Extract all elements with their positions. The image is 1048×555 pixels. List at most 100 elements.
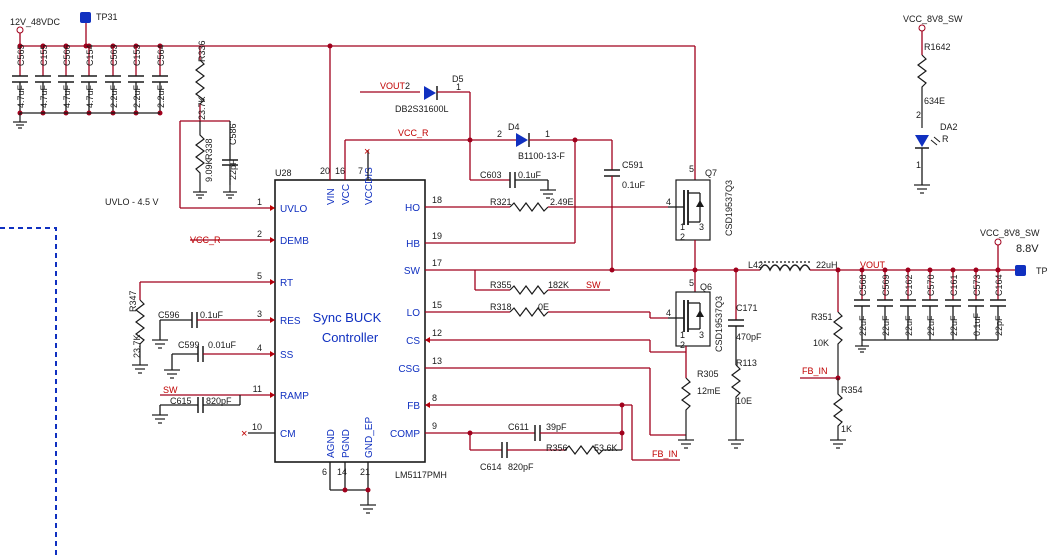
tp31-testpoint[interactable]: [80, 12, 91, 23]
output-cap-value: 22pF: [994, 315, 1004, 336]
ic-pin-number: 19: [432, 231, 442, 241]
ic-pin-name: RES: [280, 316, 301, 327]
c586-ref: C586: [228, 123, 238, 145]
q7-ref: Q7: [705, 168, 717, 178]
r351-ref: R351: [811, 312, 833, 322]
input-cap-value: 4.7uF: [39, 84, 49, 108]
ic-pin-name: FB: [407, 401, 420, 412]
r355-value: 182K: [548, 280, 569, 290]
input-cap-ref: C564: [156, 44, 166, 66]
gate-drive: R321 2.49E R355 182K SW R318 0E: [425, 197, 760, 436]
output-stage: L42 22uH VOUT R351 10K FB_IN R354 1K C56…: [748, 228, 1048, 449]
r354-value: 1K: [841, 424, 852, 434]
ic-pin-name: SS: [280, 350, 294, 361]
input-cap-value: 2.2uF: [109, 84, 119, 108]
ic-pin-number: 10: [252, 422, 262, 432]
input-cap-ref: C155: [39, 44, 49, 66]
uvlo-note: UVLO - 4.5 V: [105, 197, 159, 207]
c599-value: 0.01uF: [208, 340, 237, 350]
q6-mosfet[interactable]: 4 5 1 2 3 Q6 CSD19537Q3 R305 12mE: [666, 270, 724, 449]
fb-in-label-right: FB_IN: [802, 366, 828, 376]
r318-value: 0E: [538, 302, 549, 312]
r351-value: 10K: [813, 338, 829, 348]
fb-in-label-bottom: FB_IN: [652, 449, 678, 459]
ic-pin-number: 18: [432, 195, 442, 205]
ic-pin-number: 4: [257, 343, 262, 353]
ic-part-number: LM5117PMH: [395, 470, 447, 480]
vin-label: 12V_48VDC: [10, 17, 61, 27]
d5-ref: D5: [452, 74, 464, 84]
ic-pin-name: HO: [405, 203, 420, 214]
ic-pin-number: 21: [360, 467, 370, 477]
ic-pin-name: AGND: [326, 429, 337, 458]
cm-nc-icon: ×: [241, 428, 247, 440]
r356-value: 53.6K: [594, 443, 618, 453]
ic-u28[interactable]: U28 Sync BUCK Controller LM5117PMH 1UVLO…: [252, 166, 447, 480]
ic-pin-number: 14: [337, 467, 347, 477]
sw-label-r355: SW: [586, 280, 601, 290]
ic-pin-name: SW: [404, 266, 421, 277]
ic-pin-name: UVLO: [280, 204, 307, 215]
vcc-r-label-top: VCC_R: [398, 128, 429, 138]
ic-pin-name: DEMB: [280, 236, 309, 247]
q6-pin-d: 5: [689, 278, 694, 288]
r336-value: 23.7K: [197, 96, 207, 120]
d5-pin-k: 1: [456, 82, 461, 92]
d5-pin-a: 2: [405, 81, 410, 91]
r355-ref: R355: [490, 280, 512, 290]
d4-diode-icon: [516, 133, 528, 147]
q6-pin-s2: 2: [680, 340, 685, 350]
output-voltage-note: 8.8V: [1016, 243, 1039, 255]
c611-ref: C611: [508, 422, 529, 432]
q7-part: CSD19537Q3: [724, 180, 734, 236]
uvlo-divider: R336 23.7K R338 9.09K C586 22pF: [179, 40, 275, 209]
ic-pin-number: 11: [253, 384, 262, 394]
ic-pin-number: 6: [322, 467, 327, 477]
output-cap-ref: C162: [904, 274, 914, 296]
output-cap-value: 22uF: [881, 315, 891, 336]
c614-ref: C614: [480, 462, 502, 472]
c611-value: 39pF: [546, 422, 567, 432]
ic-pin-number: 20: [320, 166, 330, 176]
da2-color: R: [942, 134, 949, 144]
c615-value: 820pF: [206, 396, 232, 406]
output-cap-ref: C568: [858, 274, 868, 296]
r354-ref: R354: [841, 385, 863, 395]
l42-ref: L42: [748, 260, 763, 270]
ic-pin-number: 8: [432, 393, 437, 403]
ic-pin-number: 2: [257, 229, 262, 239]
left-networks: VCC_R R347 23.7K C596 0.1uF C599 0.01uF …: [128, 235, 275, 440]
r321-ref: R321: [490, 197, 512, 207]
sw-label-ramp: SW: [163, 385, 178, 395]
r305-value: 12mE: [697, 386, 721, 396]
c596-value: 0.1uF: [200, 310, 224, 320]
tp-output-testpoint[interactable]: [1015, 265, 1026, 276]
ic-pin-name: CM: [280, 429, 296, 440]
r321-value: 2.49E: [550, 197, 574, 207]
vout-label-out: VOUT: [860, 260, 886, 270]
output-cap-ref: C164: [994, 274, 1004, 296]
tp-output-label: TP: [1036, 266, 1048, 276]
vcc8v8-right-label: VCC_8V8_SW: [980, 228, 1040, 238]
r113-ref: R113: [736, 358, 757, 368]
da2-ref: DA2: [940, 122, 958, 132]
ic-pin-name: GND_EP: [364, 417, 375, 458]
l42-value: 22uH: [816, 260, 838, 270]
r1642-value: 634E: [924, 96, 945, 106]
da2-pin-top: 2: [916, 110, 921, 120]
input-cap-ref: C153: [132, 44, 142, 66]
output-cap-value: 22uF: [858, 315, 868, 336]
input-cap-value: 4.7uF: [85, 84, 95, 108]
ic-pin-number: 12: [432, 328, 442, 338]
q7-mosfet[interactable]: 4 5 1 2 3 Q7 CSD19537Q3: [666, 46, 734, 270]
c603-value: 0.1uF: [518, 170, 542, 180]
ic-pin-number: 17: [432, 258, 442, 268]
ic-pin-number: 5: [257, 271, 262, 281]
output-cap-ref: C569: [881, 274, 891, 296]
r305-ref: R305: [697, 369, 719, 379]
ic-pin-name: PGND: [341, 429, 352, 458]
ic-pin-number: 9: [432, 421, 437, 431]
ic-pin-number: 1: [257, 197, 262, 207]
bootstrap: VOUT 2 D5 1 DB2S31600L 2 D4 1 B1100-13-F…: [360, 74, 646, 270]
